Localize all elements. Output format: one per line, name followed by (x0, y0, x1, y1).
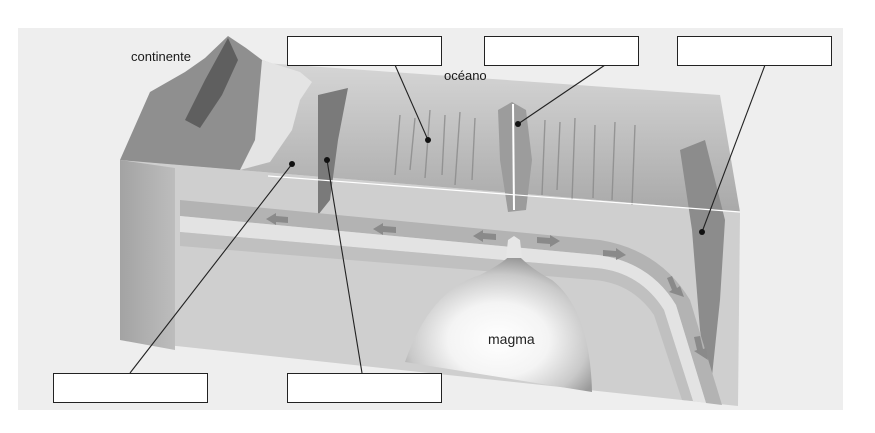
arrow-down-2 (694, 336, 708, 360)
lithosphere-band-outer (180, 200, 722, 405)
arrow-right-1 (537, 235, 560, 247)
leader-dot-3 (699, 229, 705, 235)
leader-dot-2 (515, 121, 521, 127)
continent-label: continente (131, 49, 191, 64)
answer-box-3[interactable] (677, 36, 832, 66)
leader-line-5 (326, 159, 363, 374)
ridge-rift (512, 103, 515, 211)
answer-box-5[interactable] (287, 373, 442, 403)
sea-level-line (267, 175, 741, 213)
block-left-face (120, 160, 175, 350)
plate-motion-arrows (266, 213, 708, 360)
continent-ridge (185, 38, 238, 128)
fracture-zones (394, 109, 636, 206)
leader-lines (129, 64, 766, 374)
leader-dot-5 (324, 157, 330, 163)
lithosphere-band-base (180, 232, 693, 401)
leader-line-4 (129, 163, 293, 374)
answer-box-1[interactable] (287, 36, 442, 66)
leader-line-2 (517, 64, 606, 125)
arrow-down-1 (667, 276, 684, 297)
lithosphere-band-inner (180, 216, 706, 403)
answer-box-2[interactable] (484, 36, 639, 66)
leader-dot-1 (425, 137, 431, 143)
leader-line-1 (394, 64, 429, 141)
ocean-trench-right (680, 140, 725, 395)
magma-label: magma (488, 331, 535, 347)
continental-shelf (240, 60, 312, 170)
arrow-right-2 (603, 248, 626, 260)
magma-conduit (506, 236, 522, 258)
arrow-left-3 (473, 230, 496, 242)
answer-box-4[interactable] (53, 373, 208, 403)
arrow-left-1 (266, 213, 288, 225)
mid-ocean-ridge (498, 102, 532, 212)
ocean-label: océano (444, 68, 487, 83)
leader-line-3 (701, 64, 766, 233)
leader-dot-4 (289, 161, 295, 167)
arrow-left-2 (373, 223, 396, 235)
ocean-trench-left (318, 88, 348, 215)
leader-dots (289, 121, 705, 235)
magma-chamber (405, 255, 592, 392)
